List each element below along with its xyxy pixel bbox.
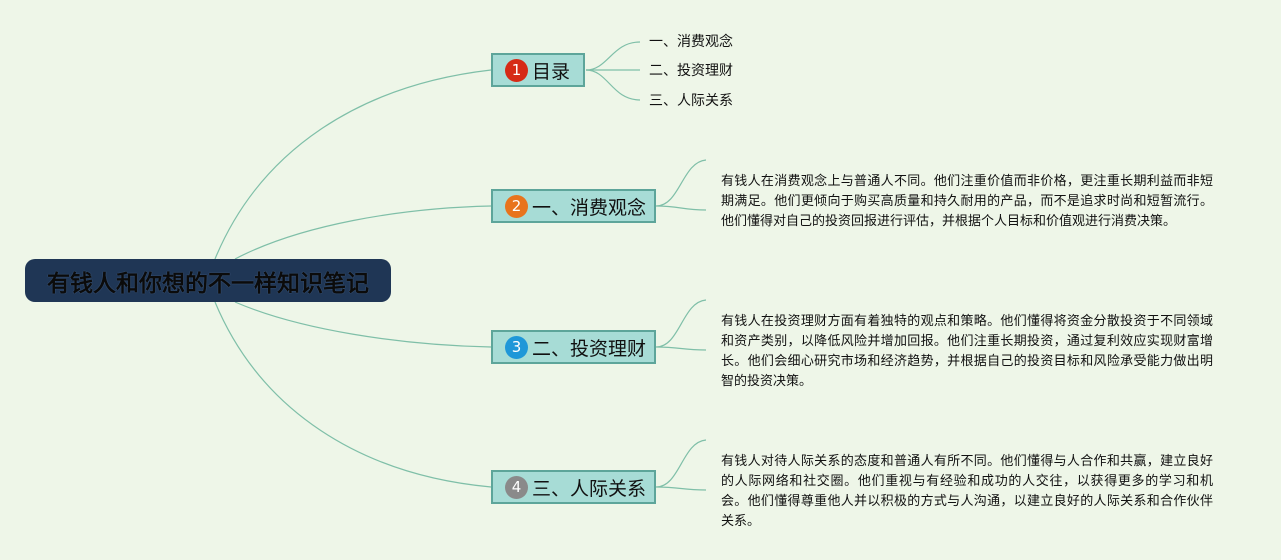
branch-label: 三、人际关系 [532,477,647,500]
connector-note-1 [655,159,707,211]
branch-label: 目录 [532,60,571,83]
branch-consumption[interactable]: 2 一、消费观念 [491,189,656,223]
number-badge: 3 [505,335,528,359]
number-badge: 2 [505,194,528,218]
connector-note-3 [655,439,707,491]
connector-root-toc [214,69,492,260]
connector-root-b2 [234,205,492,260]
number-badge: 4 [505,475,528,499]
branch-label: 二、投资理财 [532,337,647,360]
note-relationships[interactable]: 有钱人对待人际关系的态度和普通人有所不同。他们懂得与人合作和共赢，建立良好的人际… [721,454,1213,529]
toc-item[interactable]: 二、投资理财 [649,63,733,79]
branch-label: 一、消费观念 [532,196,647,219]
branch-investment[interactable]: 3 二、投资理财 [491,330,656,364]
connector-root-b4 [214,301,492,488]
connector-toc-3 [585,69,641,101]
connector-root-b3 [234,301,492,348]
number-badge: 1 [505,58,528,82]
note-investment[interactable]: 有钱人在投资理财方面有着独特的观点和策略。他们懂得将资金分散投资于不同领域和资产… [721,314,1213,389]
connector-toc-1 [585,41,641,71]
branch-toc[interactable]: 1 目录 [491,53,585,87]
connector-note-2 [655,299,707,351]
toc-item[interactable]: 三、人际关系 [649,93,733,109]
branch-relationships[interactable]: 4 三、人际关系 [491,470,656,504]
root-topic[interactable]: 有钱人和你想的不一样知识笔记 [25,259,391,302]
toc-item[interactable]: 一、消费观念 [649,34,733,50]
note-consumption[interactable]: 有钱人在消费观念上与普通人不同。他们注重价值而非价格，更注重长期利益而非短期满足… [721,174,1213,229]
root-title: 有钱人和你想的不一样知识笔记 [47,270,369,297]
